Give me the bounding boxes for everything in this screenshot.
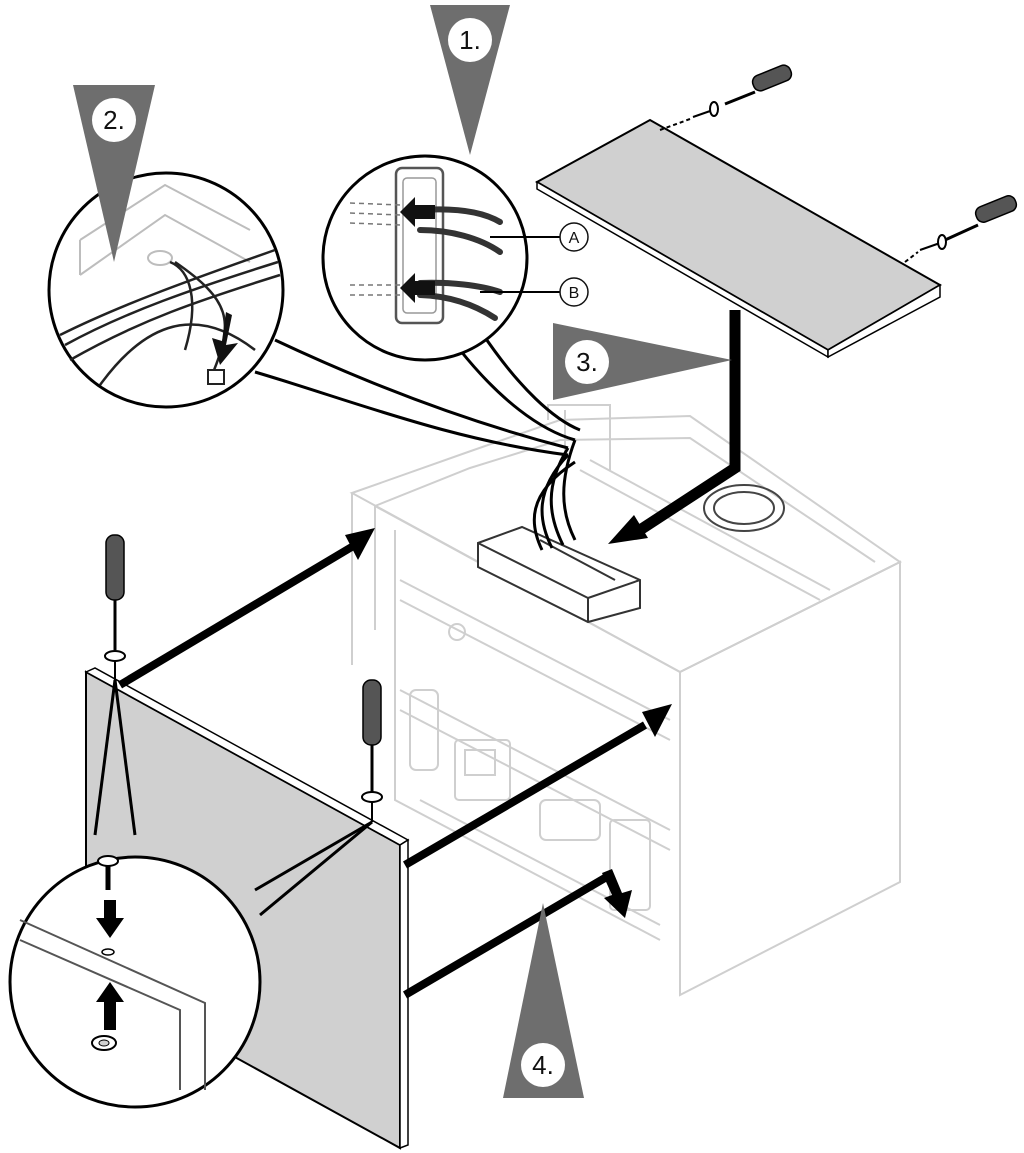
screw-hole — [101, 948, 115, 956]
callout-label-b: B — [559, 277, 589, 307]
arrow-icon — [345, 528, 375, 560]
arrow-icon — [96, 900, 124, 938]
arrow-icon — [212, 312, 238, 365]
grommet-icon — [91, 1035, 117, 1051]
screwdriver-icon — [944, 195, 1018, 242]
arrow-icon — [400, 273, 435, 303]
callout-label-a-text: A — [569, 230, 580, 247]
control-unit — [477, 525, 641, 624]
step-label-1: 1. — [459, 25, 481, 55]
callout-leader-lines — [93, 679, 373, 917]
callout-panel-screw — [8, 855, 262, 1109]
callout-1 — [321, 154, 560, 362]
screwdriver-icon — [724, 64, 793, 106]
screw-icon — [104, 650, 126, 680]
arrow-icon — [636, 310, 741, 535]
cable-icon — [59, 248, 281, 386]
callout-2 — [47, 171, 285, 409]
screw-icon — [361, 791, 383, 822]
step-marker-1: 1. — [430, 5, 510, 155]
step-marker-3: 3. — [553, 323, 732, 400]
connector-plug-icon — [207, 369, 225, 385]
flue-collar — [703, 484, 785, 532]
callout-label-a: A — [559, 222, 589, 252]
arrow-icon — [608, 515, 648, 544]
screwdriver-icon — [105, 534, 125, 650]
step-label-2: 2. — [103, 105, 125, 135]
step-marker-2: 2. — [73, 85, 155, 262]
arrow-icon — [642, 704, 672, 737]
arrow-icon — [96, 982, 124, 1030]
top-cover-panel — [534, 118, 943, 359]
step-label-4: 4. — [532, 1050, 554, 1080]
cable-bundle — [254, 329, 581, 551]
arrow-icon — [400, 197, 435, 227]
callout-label-b-text: B — [569, 285, 580, 302]
screw-icon — [904, 234, 947, 263]
screwdriver-icon — [362, 679, 382, 792]
screw-icon — [97, 855, 119, 890]
arrow-icon — [602, 869, 632, 918]
panel-arrows — [117, 541, 648, 999]
screw-icon — [659, 101, 719, 131]
step-marker-4: 4. — [503, 903, 584, 1098]
step-label-3: 3. — [576, 347, 598, 377]
